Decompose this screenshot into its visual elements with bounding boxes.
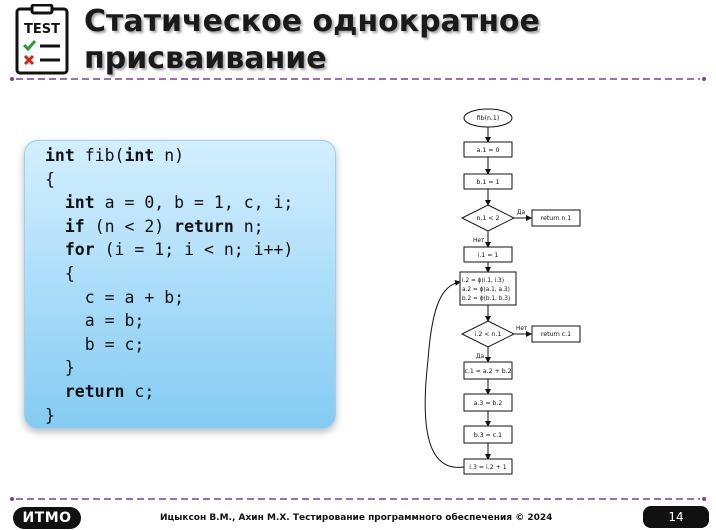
test-icon-label: TEST	[24, 22, 60, 37]
itmo-logo: ИТМО	[13, 507, 81, 529]
code-keyword: return	[174, 216, 234, 236]
code-line: c = a + b;	[45, 286, 330, 310]
code-text	[45, 217, 65, 236]
flow-phi-line-2: a.2 = ϕ(a.1, a.3)	[462, 287, 510, 293]
ssa-flowchart: fib(n.1) a.1 = 0 b.1 = 1 n.1 < 2 return …	[424, 108, 581, 475]
flow-return-c-label: return c.1	[541, 331, 571, 338]
flow-no1-label: Нет	[473, 238, 485, 244]
header-separator	[10, 77, 706, 81]
flow-phi-line-3: b.2 = ϕ(b.1, b.3)	[462, 296, 510, 302]
code-text	[45, 382, 65, 401]
flow-cond1-label: n.1 < 2	[477, 215, 500, 222]
footer-credits: Ицыксон В.М., Ахин М.Х. Тестирование про…	[160, 513, 553, 523]
code-card	[24, 140, 336, 429]
flow-no2-label: Нет	[516, 326, 528, 332]
code-line: {	[45, 262, 330, 286]
flow-yes2-label: Да	[476, 354, 485, 360]
code-text: n;	[233, 216, 264, 236]
slide-title: Статическое однократное присваивание	[84, 3, 684, 77]
flow-yes1-label: Да	[517, 210, 526, 216]
code-text: fib(	[74, 146, 125, 165]
slide-title-line-2: присваивание	[84, 41, 327, 76]
code-line: if (n < 2) return n;	[45, 215, 330, 239]
code-text: (n < 2)	[84, 216, 175, 236]
code-keyword: return	[64, 381, 125, 401]
code-text: }	[45, 405, 55, 425]
code-line: b = c;	[45, 333, 330, 357]
code-text: a = 0, b = 1, c, i;	[94, 193, 294, 213]
code-text: }	[45, 358, 75, 378]
code-line: }	[45, 404, 330, 428]
flow-b3-label: b.3 = c.1	[474, 432, 502, 439]
code-text	[45, 193, 65, 212]
code-keyword: int	[124, 146, 155, 165]
code-keyword: int	[64, 193, 95, 213]
code-listing: int fib(int n){ int a = 0, b = 1, c, i; …	[45, 144, 330, 427]
code-keyword: if	[64, 216, 85, 236]
test-checklist-icon: TEST	[15, 4, 69, 75]
code-text: a = b;	[45, 311, 145, 331]
code-text: c;	[124, 381, 155, 401]
page-number: 14	[643, 506, 709, 528]
code-keyword: for	[64, 240, 95, 260]
slide-title-line-1: Статическое однократное	[84, 4, 540, 39]
code-line: {	[45, 168, 330, 192]
code-line: int a = 0, b = 1, c, i;	[45, 191, 330, 215]
footer-separator	[10, 497, 706, 501]
code-line: return c;	[45, 380, 330, 404]
code-keyword: int	[45, 146, 75, 165]
code-text: {	[45, 169, 55, 189]
code-text: b = c;	[45, 334, 145, 354]
code-text: (i = 1; i < n; i++)	[94, 240, 294, 260]
flow-return-n-label: return n.1	[541, 215, 572, 222]
code-text: n)	[154, 146, 185, 165]
code-text: c = a + b;	[45, 287, 185, 307]
flow-c1-label: c.1 = a.2 + b.2	[464, 368, 511, 375]
code-line: a = b;	[45, 309, 330, 333]
code-text: {	[45, 263, 75, 283]
flow-i3-label: i.3 = i.2 + 1	[469, 464, 506, 471]
flow-i1-label: i.1 = 1	[478, 252, 499, 259]
flow-a1-label: a.1 = 0	[477, 147, 500, 154]
code-line: }	[45, 356, 330, 380]
flow-phi-line-1: i.2 = ϕ(i.1, i.3)	[462, 278, 504, 284]
code-line: for (i = 1; i < n; i++)	[45, 238, 330, 262]
flow-start-label: fib(n.1)	[477, 115, 499, 122]
flow-a3-label: a.3 = b.2	[474, 400, 503, 407]
flow-b1-label: b.1 = 1	[477, 179, 500, 186]
code-line: int fib(int n)	[45, 144, 330, 168]
code-text	[45, 240, 65, 259]
flow-cond2-label: i.2 < n.1	[475, 331, 502, 338]
